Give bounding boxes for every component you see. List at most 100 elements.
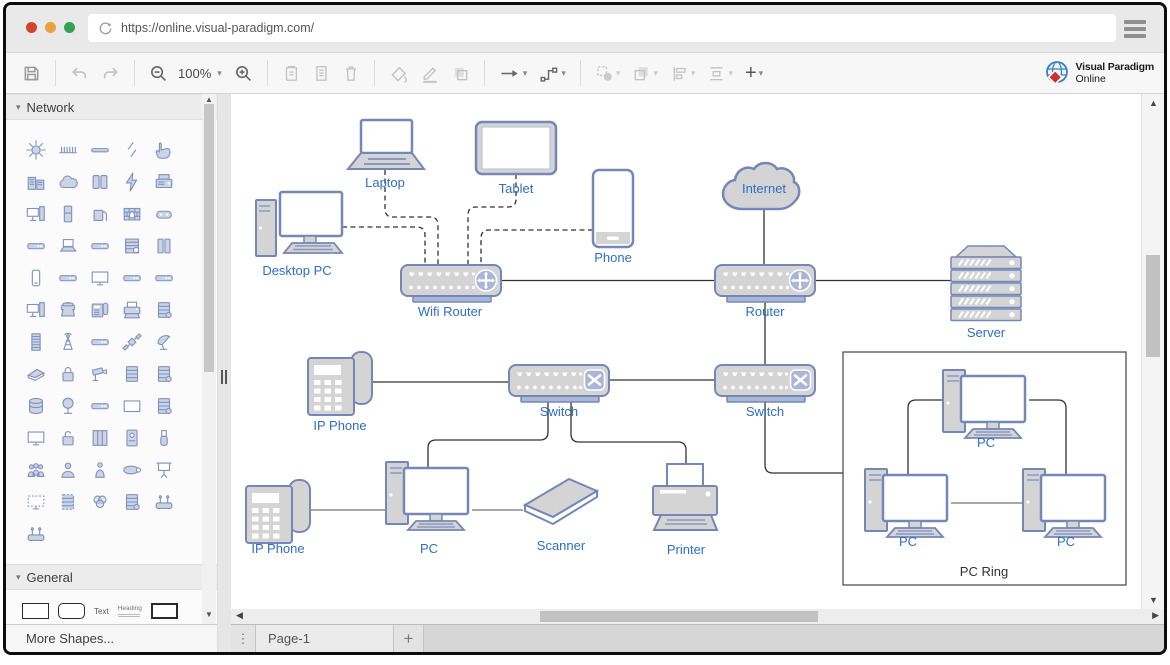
scroll-up-icon[interactable]: ▲ — [1149, 98, 1158, 108]
shape-screen-icon[interactable] — [116, 390, 148, 422]
shape-bus-comb-icon[interactable] — [52, 134, 84, 166]
shape-printer-icon[interactable] — [116, 294, 148, 326]
node-laptop[interactable]: Laptop — [345, 118, 426, 190]
shape-monitor-2-icon[interactable] — [20, 422, 52, 454]
shape-scanner-icon[interactable] — [20, 358, 52, 390]
url-input[interactable] — [121, 21, 1106, 35]
shape-ups-icon[interactable] — [116, 422, 148, 454]
node-pc-ring-container[interactable]: PC Ring — [842, 351, 1127, 586]
zoom-level[interactable]: 100% — [178, 65, 212, 81]
shape-router-icon[interactable] — [84, 230, 116, 262]
shape-fountain-tree-icon[interactable] — [52, 390, 84, 422]
node-ring-pc-right[interactable]: PC — [1021, 467, 1107, 549]
shape-usb-drive-icon[interactable] — [148, 422, 180, 454]
insert-caret-icon[interactable]: ▾ — [758, 67, 764, 78]
shape-desktop-computer-icon[interactable] — [20, 198, 52, 230]
node-switch-right[interactable]: Switch — [713, 363, 817, 419]
shape-rounded-rectangle[interactable] — [58, 603, 85, 619]
shape-cluster-icon[interactable] — [84, 486, 116, 518]
node-pc[interactable]: PC — [384, 460, 470, 556]
minimize-button[interactable] — [45, 22, 56, 33]
node-desktop-pc[interactable]: Desktop PC — [255, 190, 344, 278]
add-page-button[interactable]: + — [394, 625, 424, 652]
shape-unlock-icon[interactable] — [52, 422, 84, 454]
shape-cloud-icon[interactable] — [52, 166, 84, 198]
node-ring-pc-left[interactable]: PC — [863, 467, 949, 549]
shape-wireless-router-icon[interactable] — [148, 486, 180, 518]
hamburger-menu-icon[interactable] — [1124, 20, 1146, 38]
page-menu-button[interactable]: ⋮ — [231, 625, 256, 652]
shape-touch-hand-icon[interactable] — [148, 134, 180, 166]
node-ip-phone-top[interactable]: IP Phone — [307, 351, 373, 433]
save-button[interactable] — [16, 56, 47, 90]
address-bar[interactable] — [88, 14, 1116, 42]
shape-projector-icon[interactable] — [116, 454, 148, 486]
edge-ringtop-ringright[interactable] — [1029, 399, 1067, 475]
shape-monitor-icon[interactable] — [84, 262, 116, 294]
edge-phone-wifirouter[interactable] — [480, 229, 593, 265]
shape-access-point-icon[interactable] — [20, 518, 52, 550]
distribute-caret-icon[interactable]: ▾ — [728, 67, 733, 78]
selection-caret-icon[interactable]: ▾ — [615, 67, 621, 78]
shape-telephone-icon[interactable] — [52, 294, 84, 326]
paste-button[interactable] — [306, 56, 336, 90]
distribute-button[interactable]: ▾ — [701, 56, 739, 90]
shape-lightning-link-icon[interactable] — [116, 134, 148, 166]
delete-button[interactable] — [336, 56, 366, 90]
connector-style-button[interactable]: ▾ — [533, 56, 572, 90]
shape-server-badge-icon[interactable] — [148, 294, 180, 326]
shape-router-2-icon[interactable] — [84, 390, 116, 422]
edge-switch-pc[interactable] — [427, 396, 549, 469]
shape-copier-icon[interactable] — [148, 166, 180, 198]
vertical-scrollbar-thumb[interactable] — [1146, 255, 1160, 357]
fill-color-button[interactable] — [383, 56, 414, 90]
edge-laptop-wifirouter[interactable] — [384, 170, 439, 265]
shape-server-racks-icon[interactable] — [84, 166, 116, 198]
edge-desktop-wifirouter[interactable] — [342, 226, 426, 265]
shape-server-stack-badge-icon[interactable] — [148, 358, 180, 390]
arrow-style-caret-icon[interactable]: ▾ — [522, 67, 528, 78]
bring-forward-caret-icon[interactable]: ▾ — [653, 67, 658, 78]
copy-button[interactable] — [276, 56, 306, 90]
scroll-up-icon[interactable]: ▲ — [205, 95, 213, 104]
shape-radio-tower-icon[interactable] — [52, 326, 84, 358]
shape-satellite-icon[interactable] — [116, 326, 148, 358]
bring-forward-button[interactable]: ▾ — [626, 56, 664, 90]
close-button[interactable] — [26, 22, 37, 33]
shape-server-unit-icon[interactable] — [52, 198, 84, 230]
shape-server-stack-2-icon[interactable] — [148, 390, 180, 422]
node-switch-left[interactable]: Switch — [507, 363, 611, 419]
shape-hub-small-icon[interactable] — [52, 262, 84, 294]
shape-virtual-monitor-icon[interactable] — [20, 486, 52, 518]
zoom-in-button[interactable] — [228, 56, 259, 90]
edge-ringtop-ringleft[interactable] — [907, 399, 943, 475]
panel-collapse-handle[interactable] — [221, 370, 227, 384]
shape-bold-rectangle[interactable] — [150, 603, 178, 619]
shape-desktop-pc-icon[interactable] — [20, 294, 52, 326]
shape-dual-server-icon[interactable] — [148, 230, 180, 262]
diagram-canvas[interactable]: PC Ring Laptop — [231, 94, 1141, 609]
shape-modem-icon[interactable] — [20, 230, 52, 262]
shape-hub-icon[interactable] — [148, 262, 180, 294]
shape-satellite-dish-icon[interactable] — [148, 326, 180, 358]
node-printer[interactable]: Printer — [652, 463, 719, 557]
shape-buildings-icon[interactable] — [20, 166, 52, 198]
shape-person-icon[interactable] — [84, 454, 116, 486]
more-shapes-button[interactable]: More Shapes... — [6, 624, 217, 652]
scroll-down-icon[interactable]: ▼ — [1149, 595, 1158, 605]
sidebar-scrollbar-thumb[interactable] — [204, 104, 214, 372]
shape-text[interactable]: Text — [94, 606, 109, 616]
horizontal-scrollbar-thumb[interactable] — [540, 611, 818, 622]
shape-user-group-icon[interactable] — [20, 454, 52, 486]
shape-game-controller-icon[interactable] — [148, 198, 180, 230]
shape-pump-device-icon[interactable] — [84, 198, 116, 230]
shape-heading[interactable]: Heading — [117, 605, 142, 617]
node-wifi-router[interactable]: Wifi Router — [399, 263, 503, 319]
node-scanner[interactable]: Scanner — [522, 477, 600, 553]
node-ip-phone-bottom[interactable]: IP Phone — [245, 479, 311, 556]
shape-firewall-icon[interactable] — [116, 198, 148, 230]
shape-laptop-icon[interactable] — [52, 230, 84, 262]
shape-user-icon[interactable] — [52, 454, 84, 486]
shape-security-camera-icon[interactable] — [84, 358, 116, 390]
redo-button[interactable] — [95, 56, 126, 90]
